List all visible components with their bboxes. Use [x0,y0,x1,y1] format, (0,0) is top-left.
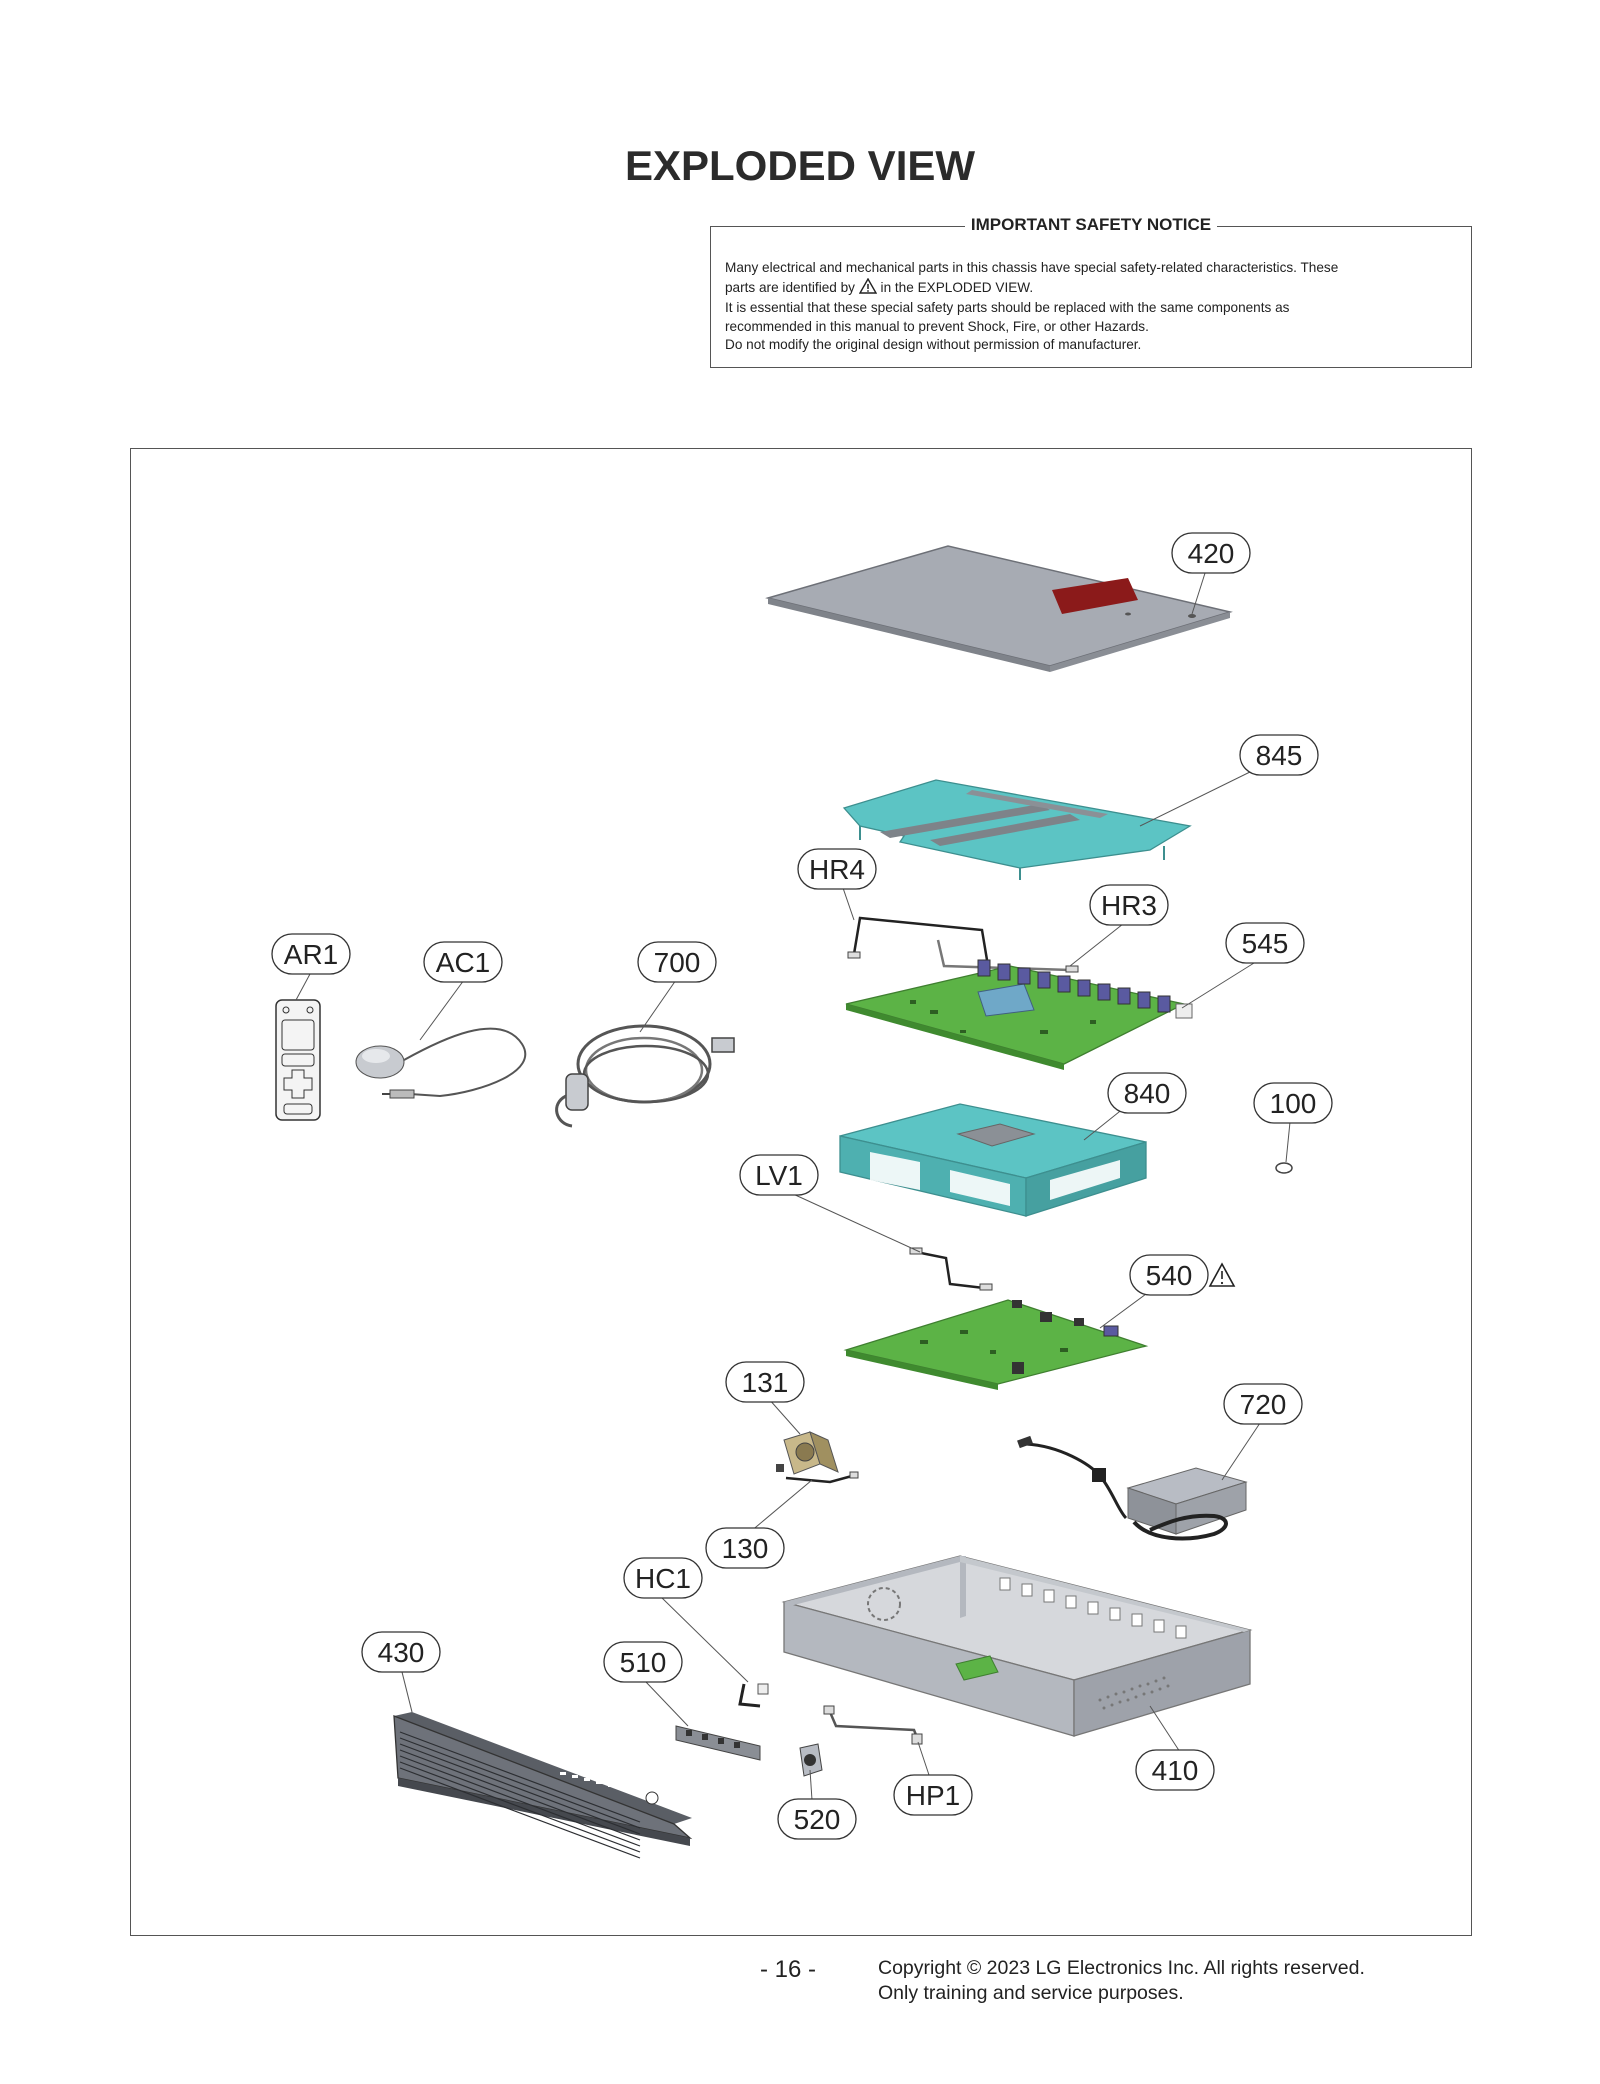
svg-text:LV1: LV1 [755,1160,803,1191]
part-510-key-board [675,1725,761,1761]
part-700-ac-cord [555,1024,735,1128]
callout-hr3: HR3 [1089,884,1169,926]
leader-lines [295,569,1291,1801]
part-720-adapter [1017,1435,1248,1541]
svg-text:420: 420 [1188,538,1235,569]
part-540-main-pcb [843,1299,1149,1390]
diagram-frame [130,448,1472,1936]
callout-131: 131 [725,1361,805,1403]
notice-line-3: It is essential that these special safet… [725,300,1290,316]
notice-line-5: Do not modify the original design withou… [725,337,1142,353]
copyright-line-1: Copyright © 2023 LG Electronics Inc. All… [878,1957,1365,1979]
callout-420: 420 [1171,532,1251,574]
callout-845: 845 [1239,734,1319,776]
part-130-fan-cable [785,1471,859,1484]
callout-130: 130 [705,1527,785,1569]
part-520-knob [799,1743,823,1777]
callout-hc1: HC1 [623,1557,703,1599]
part-ar1-remote [275,999,321,1121]
part-845-bracket [842,779,1192,880]
callout-840: 840 [1107,1072,1187,1114]
notice-line-4: recommended in this manual to prevent Sh… [725,318,1149,334]
callout-410: 410 [1135,1749,1215,1791]
svg-text:510: 510 [620,1647,667,1678]
svg-text:720: 720 [1240,1389,1287,1420]
svg-text:430: 430 [378,1637,425,1668]
part-545-pcb [845,959,1193,1070]
part-131-fan [776,1431,839,1475]
callout-lv1: LV1 [739,1154,819,1196]
svg-text:410: 410 [1152,1755,1199,1786]
callout-hr4: HR4 [797,848,877,890]
svg-text:AC1: AC1 [436,947,490,978]
part-840-shield [839,1103,1147,1217]
part-100-washer [1275,1162,1293,1174]
callout-hp1: HP1 [893,1774,973,1816]
callout-510: 510 [603,1641,683,1683]
part-420-top-cover [765,545,1233,672]
svg-text:100: 100 [1270,1088,1317,1119]
part-430-front-bezel [393,1712,693,1859]
svg-text:845: 845 [1256,740,1303,771]
part-ac1-ir-sensor [355,1027,526,1099]
callout-720: 720 [1223,1383,1303,1425]
callout-700: 700 [637,941,717,983]
svg-text:540: 540 [1146,1260,1193,1291]
warning-triangle-icon [858,277,877,300]
svg-text:HP1: HP1 [906,1780,960,1811]
svg-text:130: 130 [722,1533,769,1564]
svg-text:HR4: HR4 [809,854,865,885]
callout-545: 545 [1225,922,1305,964]
part-410-chassis [781,1555,1253,1737]
safety-notice-title: IMPORTANT SAFETY NOTICE [711,215,1471,235]
svg-text:AR1: AR1 [284,939,338,970]
notice-line-1: Many electrical and mechanical parts in … [725,260,1339,275]
callout-430: 430 [361,1631,441,1673]
page-number: - 16 - [760,1956,817,1983]
copyright-line-2: Only training and service purposes. [878,1982,1184,2004]
svg-text:HR3: HR3 [1101,890,1157,921]
callout-520: 520 [777,1798,857,1840]
notice-line-2a: parts are identified by [725,279,855,295]
svg-text:700: 700 [654,947,701,978]
svg-text:840: 840 [1124,1078,1171,1109]
svg-text:131: 131 [742,1367,789,1398]
callout-540: 540 [1129,1254,1209,1296]
safety-notice-body: Many electrical and mechanical parts in … [725,259,1457,355]
safety-notice-title-text: IMPORTANT SAFETY NOTICE [964,215,1218,234]
warning-triangle-icon [1208,1262,1236,1287]
callout-100: 100 [1253,1082,1333,1124]
svg-text:545: 545 [1242,928,1289,959]
svg-text:520: 520 [794,1804,841,1835]
copyright-notice: Copyright © 2023 LG Electronics Inc. All… [878,1956,1365,2006]
page-title: EXPLODED VIEW [624,142,976,189]
notice-line-2: parts are identified by in the EXPLODED … [725,277,1457,300]
svg-text:HC1: HC1 [635,1563,691,1594]
callout-ar1: AR1 [271,933,351,975]
callout-ac1: AC1 [423,941,503,983]
notice-line-2b: in the EXPLODED VIEW. [880,279,1034,295]
part-hc1-cable [738,1683,769,1708]
part-hr4-cable [847,916,990,967]
safety-notice-box: IMPORTANT SAFETY NOTICE Many electrical … [710,215,1472,368]
part-lv1-cable [909,1247,993,1291]
part-hp1-cable [823,1705,923,1745]
